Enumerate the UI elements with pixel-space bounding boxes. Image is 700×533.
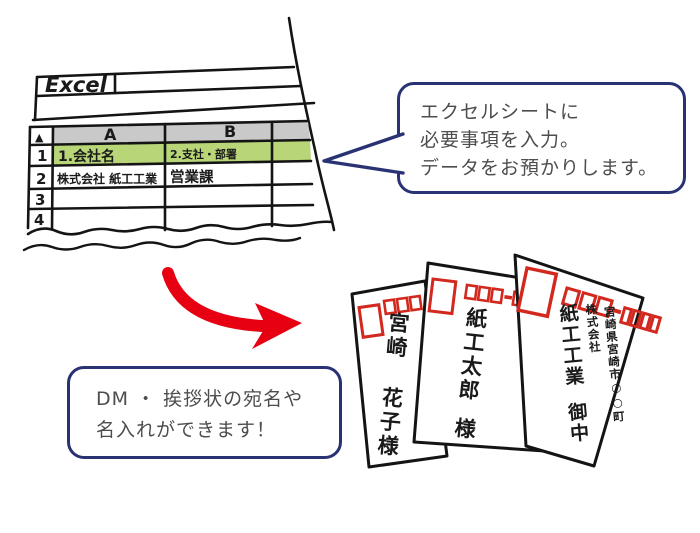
torn-edge-squiggle [22,236,302,252]
stamp-box [516,265,559,319]
bubble-excel-line-3: データをお預かりします。 [420,157,659,179]
postal-dash [611,307,622,315]
cell-a1: 1.会社名 [58,148,115,165]
postal-code-box [560,286,582,309]
envelope-front-address-block: 宮崎県宮崎市○○町 株式会社 紙工工業御中 [524,292,632,468]
header-row-fill [53,121,310,144]
red-arrow-head [252,303,302,349]
bubble-dm-line-1: DM ・ 挨拶状の宛名や [96,388,304,410]
postal-dash [504,295,513,300]
postal-code-box [647,314,663,335]
row-number-4: 4 [34,211,44,229]
cell-a2: 株式会社 紙工工業 [57,171,158,186]
recipient-honorific: 様 [450,416,478,443]
row-number-1: 1 [37,147,47,165]
cell-b1: 2.支社・部署 [170,147,237,161]
postal-code-box [408,294,423,312]
postal-code-box [489,287,505,305]
stamp-box [357,303,385,339]
torn-edge-bottom [26,220,334,236]
column-header-a: A [104,125,117,144]
sheet-title: Excel [45,73,108,97]
postal-code-box [382,298,398,316]
column-header-b: B [224,122,236,141]
company-name: 紙工工業 [555,302,586,389]
bubble-excel-line-1: エクセルシートに [420,101,581,123]
postal-code-box [476,285,492,303]
row-number-3: 3 [35,191,45,209]
postal-code-box [638,311,653,332]
company-honorific: 御中 [564,401,591,445]
row-number-2: 2 [36,170,46,188]
speech-bubble-excel: エクセルシートに 必要事項を入力。 データをお預かりします。 [397,82,686,194]
cell-b2: 営業課 [170,168,214,186]
highlight-row-fill [53,140,311,165]
postal-code-box [463,283,479,301]
postal-code-box [628,308,644,329]
envelope-front [513,253,663,468]
bubble-dm-line-2: 名入れができます！ [96,419,277,441]
excel-sheet-illustration: Excel ▲ A B 1 2 3 4 1.会社名 2.支社・部署 株式会社 紙… [22,16,336,252]
postal-code-box [577,290,598,314]
bubble-excel-line-2: 必要事項を入力。 [420,129,581,151]
postal-code-box [618,305,634,326]
corner-marker: ▲ [35,131,44,144]
red-arrow [162,267,302,349]
speech-bubble-tail [322,132,405,175]
postal-code-box [593,295,615,319]
speech-bubble-dm: DM ・ 挨拶状の宛名や 名入れができます！ [67,366,342,459]
stamp-box [427,277,458,316]
postal-code-box [395,296,411,314]
torn-edge-right [287,16,336,232]
